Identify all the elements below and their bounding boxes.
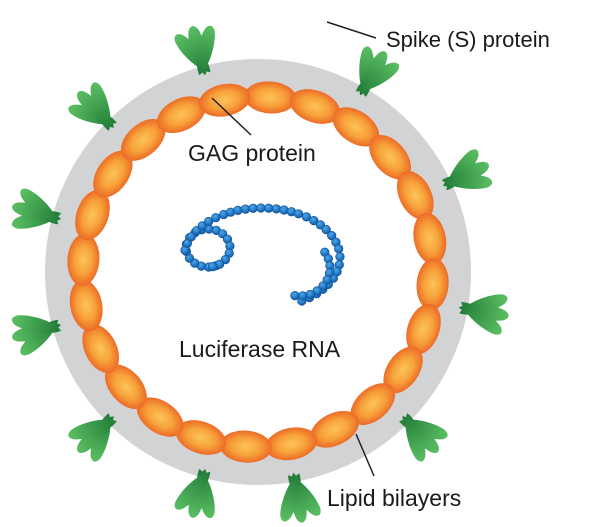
rna-nucleotide-bead — [208, 262, 218, 272]
rna-nucleotide-bead — [301, 212, 312, 222]
gag-protein-bead — [93, 150, 133, 198]
gag-protein-bead — [332, 107, 380, 147]
spike-protein — [174, 468, 215, 519]
spike-protein — [458, 294, 509, 335]
rna-nucleotide-bead — [327, 231, 337, 241]
rna-nucleotide-bead — [334, 244, 344, 254]
gag-protein-bead — [67, 233, 100, 286]
gag-protein-bead — [413, 212, 447, 265]
lipid-bilayers-label: Lipid bilayers — [327, 485, 461, 511]
gag-protein-bead — [136, 397, 184, 437]
rna-nucleotide-bead — [298, 291, 308, 301]
rna-nucleotide-bead — [204, 216, 214, 227]
spike-protein — [68, 82, 117, 131]
gag-protein-bead — [310, 410, 360, 448]
gag-protein-bead — [219, 430, 272, 463]
rna-nucleotide-bead — [293, 209, 304, 219]
gag-protein-bead — [265, 427, 318, 461]
gag-protein-bead — [75, 189, 110, 241]
gag-protein-bead — [120, 119, 166, 161]
spike-protein — [355, 46, 400, 97]
spike-protein — [11, 188, 62, 229]
gag-protein-bead — [383, 346, 423, 394]
gag-protein-bead — [416, 258, 449, 311]
gag-protein-bead — [105, 364, 147, 410]
rna-nucleotide-bead — [186, 232, 196, 242]
rna-nucleotide-bead — [271, 204, 282, 214]
gag-protein-bead — [175, 420, 227, 455]
rna-nucleotide-bead — [335, 252, 345, 262]
rna-nucleotide-bead — [211, 213, 221, 223]
rna-nucleotide-bead — [248, 203, 258, 213]
spike-protein — [280, 472, 321, 523]
gag-protein-label: GAG protein — [188, 140, 316, 166]
gag-protein-bead — [369, 134, 411, 180]
spike-protein — [399, 413, 448, 462]
luciferase-rna-strand — [180, 203, 345, 306]
rna-nucleotide-bead — [290, 291, 300, 301]
gag-protein-bead — [406, 303, 441, 355]
luciferase-rna-label: Luciferase RNA — [179, 336, 341, 362]
rna-nucleotide-bead — [305, 289, 315, 299]
spike-protein — [11, 315, 62, 356]
spike-protein-group — [11, 25, 509, 523]
gag-protein-bead — [244, 81, 297, 114]
spike-protein — [68, 413, 117, 462]
rna-nucleotide-bead — [309, 216, 319, 226]
gag-protein-bead — [289, 89, 341, 124]
gag-protein-bead — [69, 279, 103, 332]
rna-nucleotide-bead — [321, 225, 331, 235]
rna-nucleotide-bead — [264, 203, 274, 213]
gag-protein-bead — [82, 324, 120, 374]
lipid-leader-line — [355, 433, 375, 477]
rna-nucleotide-bead — [197, 221, 207, 231]
lipid-bilayer-ring — [45, 59, 471, 485]
rna-nucleotide-bead — [240, 204, 251, 214]
rna-nucleotide-bead — [256, 203, 266, 213]
gag-protein-ring — [67, 81, 449, 463]
gag-protein-bead — [156, 96, 206, 134]
spike-protein — [174, 25, 215, 76]
gag-protein-bead — [350, 383, 396, 425]
gag-protein-bead — [198, 83, 251, 117]
rna-nucleotide-bead — [233, 205, 243, 215]
gag-protein-bead — [396, 170, 434, 220]
gag-leader-line — [211, 97, 252, 136]
spike-leader-line — [326, 21, 377, 39]
spike-protein-label: Spike (S) protein — [386, 27, 550, 52]
spike-protein — [441, 149, 493, 191]
